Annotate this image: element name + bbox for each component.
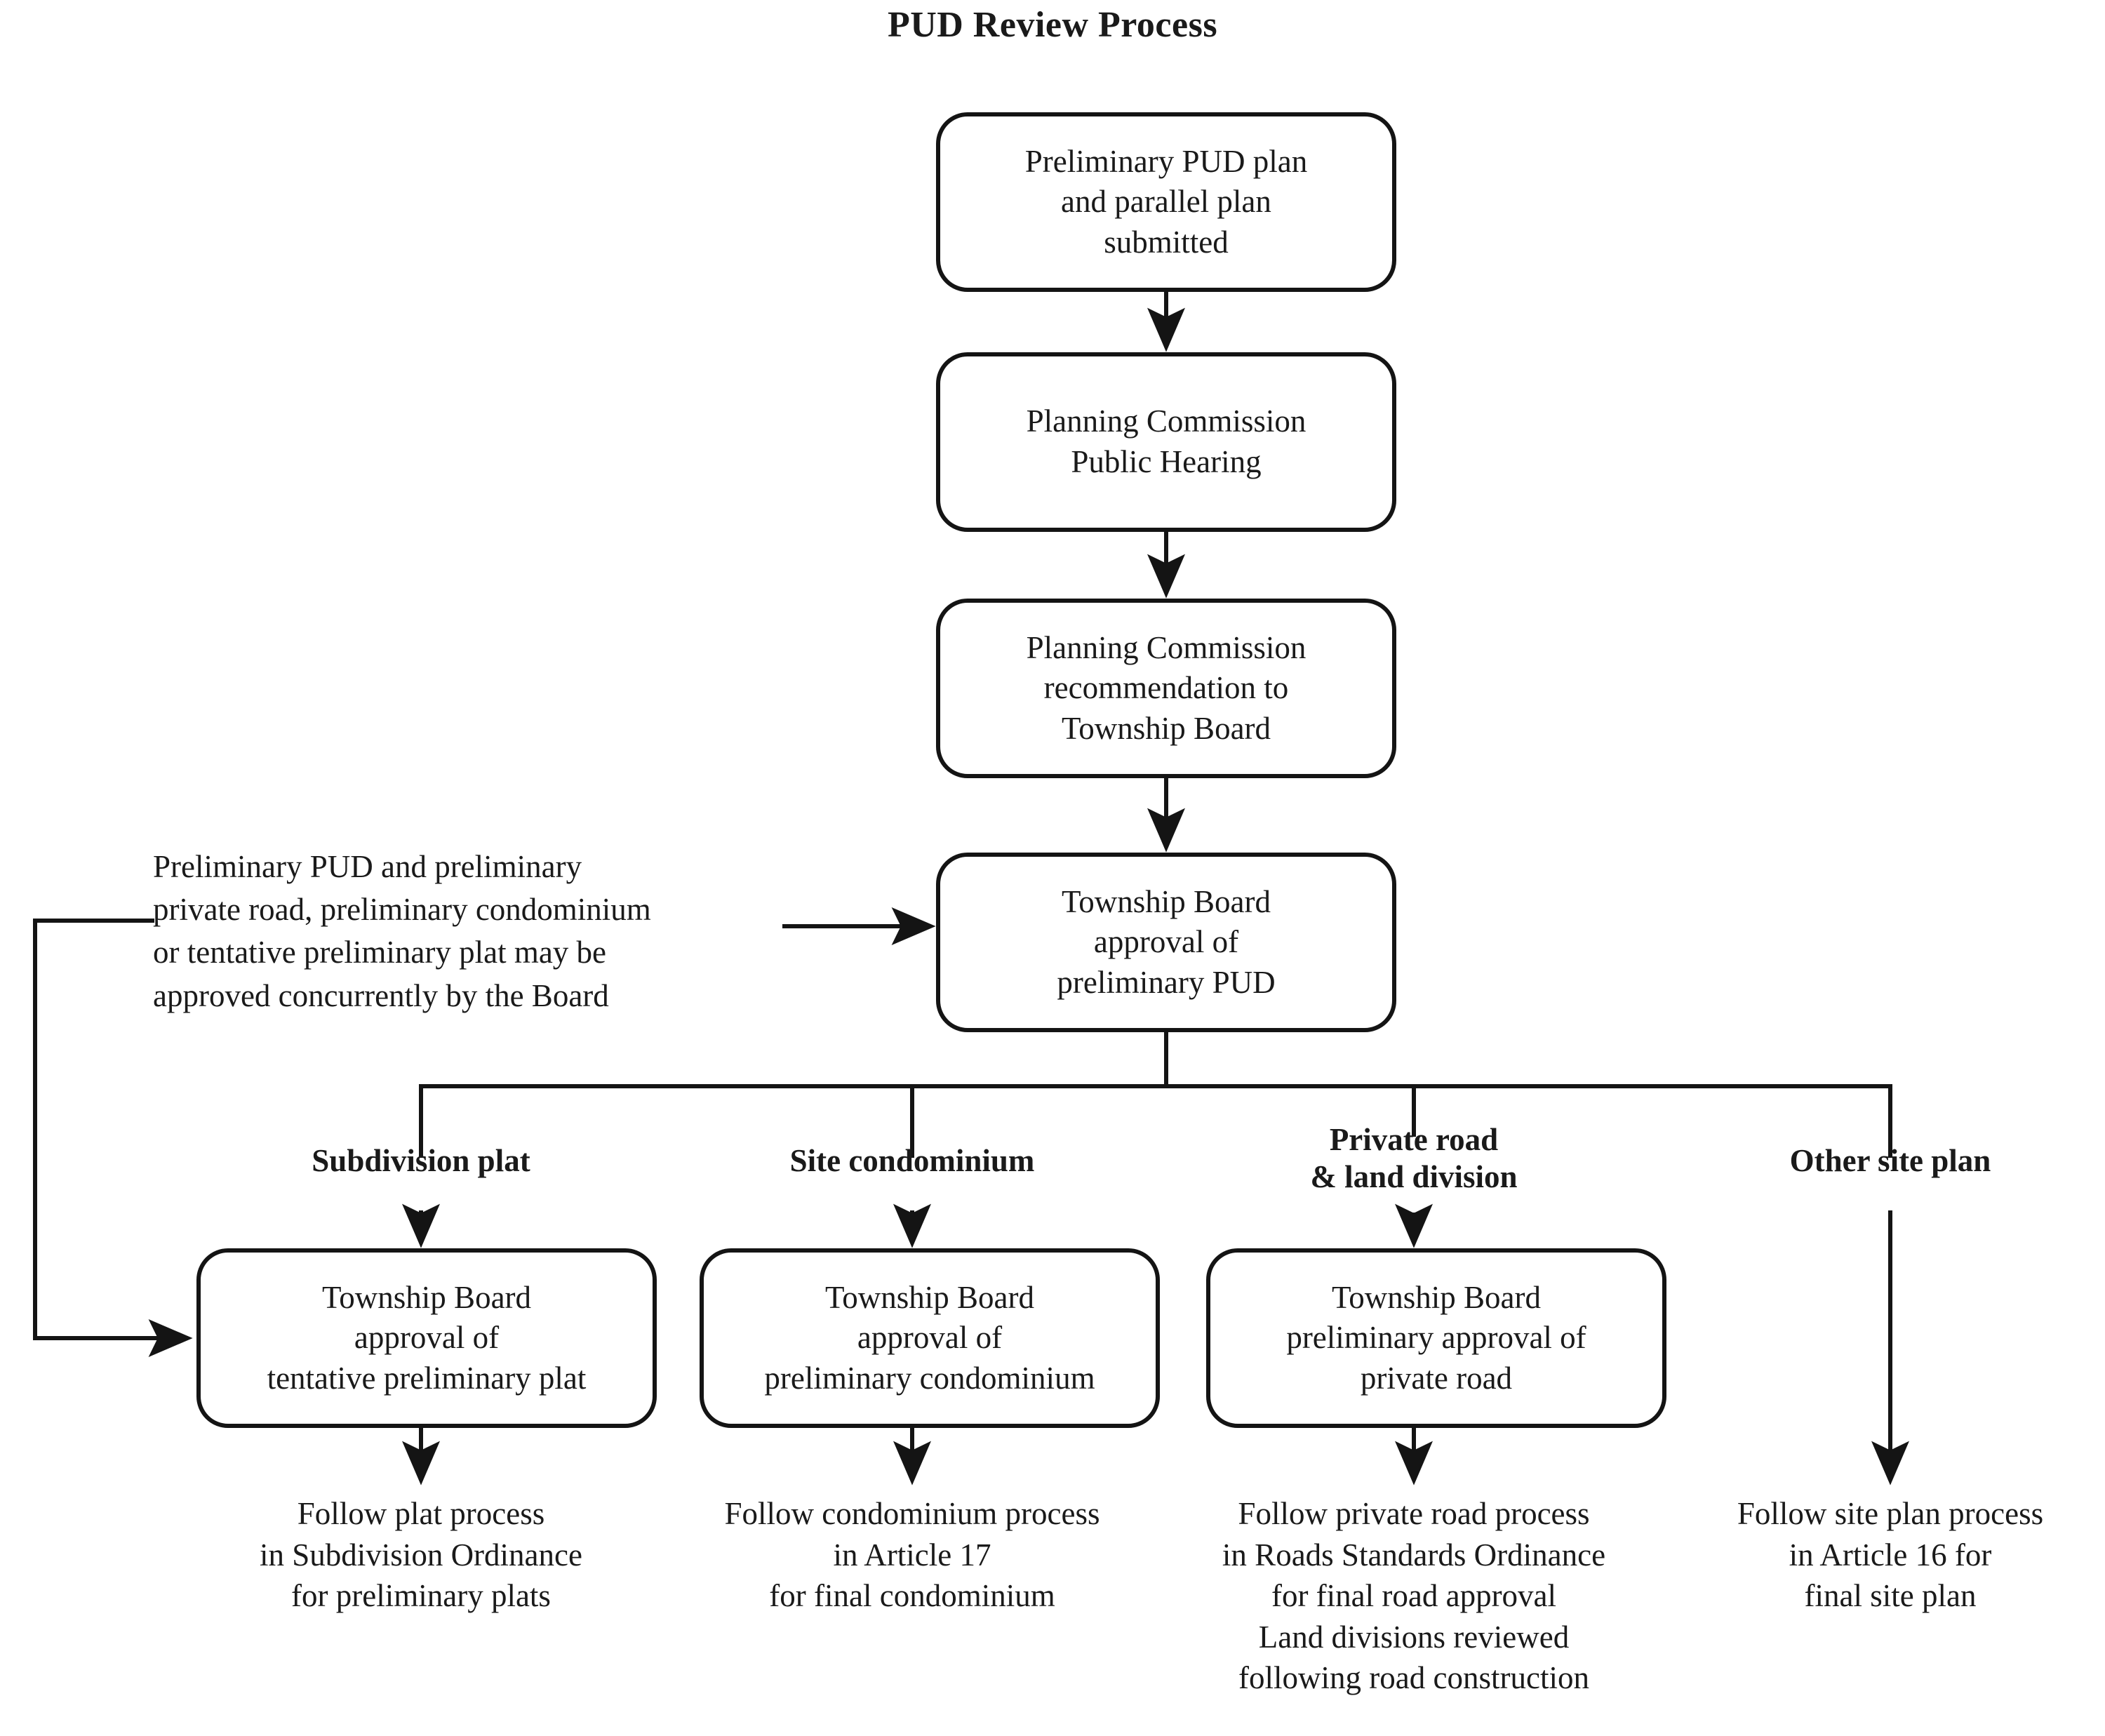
- node-step4-line-2: approval of: [1093, 924, 1239, 960]
- branch-label-other-site-plan-line-1: Other site plan: [1789, 1143, 1991, 1178]
- node-plat-box-label: Township Board approval of tentative pre…: [199, 1250, 655, 1426]
- node-step2-label: Planning Commission Public Hearing: [938, 354, 1394, 530]
- node-step3-line-3: Township Board: [1061, 710, 1271, 746]
- outcome-condo-line-2: in Article 17: [833, 1537, 991, 1573]
- outcome-road-line-4: Land divisions reviewed: [1258, 1619, 1570, 1655]
- note-line-1: Preliminary PUD and preliminary: [153, 849, 582, 884]
- node-road-box-line-2: preliminary approval of: [1286, 1320, 1586, 1356]
- outcome-site-plan-line-1: Follow site plan process: [1737, 1496, 2044, 1531]
- outcome-road-line-5: following road construction: [1238, 1660, 1589, 1695]
- node-step3-line-1: Planning Commission: [1026, 629, 1307, 665]
- node-step1-line-2: and parallel plan: [1061, 184, 1271, 220]
- node-condo-box-line-2: approval of: [857, 1320, 1003, 1356]
- outcome-plat-process: Follow plat process in Subdivision Ordin…: [189, 1493, 653, 1617]
- branch-label-private-road-line-2: & land division: [1310, 1159, 1518, 1195]
- node-condo-box-line-1: Township Board: [824, 1279, 1035, 1315]
- node-condo-box: [700, 1248, 1160, 1428]
- branch-label-site-condominium-line-1: Site condominium: [789, 1143, 1035, 1178]
- node-plat-box-line-3: tentative preliminary plat: [267, 1360, 587, 1396]
- node-step1-label: Preliminary PUD plan and parallel plan s…: [938, 114, 1394, 290]
- node-step2-line-2: Public Hearing: [1071, 444, 1262, 479]
- note-line-3: or tentative preliminary plat may be: [153, 935, 607, 970]
- node-plat-box-line-1: Township Board: [321, 1279, 532, 1315]
- outcome-site-plan-process: Follow site plan process in Article 16 f…: [1680, 1493, 2101, 1617]
- outcome-road-line-2: in Roads Standards Ordinance: [1222, 1537, 1606, 1573]
- node-plat-box: [196, 1248, 657, 1428]
- node-step3-line-2: recommendation to: [1043, 670, 1289, 706]
- node-road-box-line-1: Township Board: [1331, 1279, 1542, 1315]
- outcome-condo-line-1: Follow condominium process: [724, 1496, 1100, 1531]
- node-road-box: [1206, 1248, 1666, 1428]
- outcome-road-line-1: Follow private road process: [1238, 1496, 1590, 1531]
- node-step4-line-3: preliminary PUD: [1057, 964, 1276, 1000]
- branch-label-private-road-land-division: Private road & land division: [1203, 1121, 1624, 1196]
- outcome-condo-line-3: for final condominium: [769, 1578, 1055, 1613]
- outcome-private-road-process: Follow private road process in Roads Sta…: [1179, 1493, 1649, 1699]
- node-step2-line-1: Planning Commission: [1026, 403, 1307, 439]
- note-line-4: approved concurrently by the Board: [153, 977, 609, 1013]
- edge-feedback-loop: [33, 919, 193, 1357]
- node-condo-box-label: Township Board approval of preliminary c…: [702, 1250, 1158, 1426]
- branch-label-subdivision-plat-line-1: Subdivision plat: [312, 1143, 530, 1178]
- outcome-site-plan-line-3: final site plan: [1804, 1578, 1977, 1613]
- outcome-site-plan-line-2: in Article 16 for: [1789, 1537, 1992, 1573]
- node-road-box-label: Township Board preliminary approval of p…: [1208, 1250, 1664, 1426]
- node-condo-box-line-3: preliminary condominium: [764, 1360, 1095, 1396]
- branch-label-subdivision-plat: Subdivision plat: [210, 1142, 632, 1180]
- node-plat-box-line-2: approval of: [354, 1320, 500, 1356]
- outcome-plat-line-1: Follow plat process: [297, 1496, 545, 1531]
- page-title: PUD Review Process: [887, 5, 1218, 45]
- node-step4-label: Township Board approval of preliminary P…: [938, 855, 1394, 1030]
- outcome-condominium-process: Follow condominium process in Article 17…: [674, 1493, 1151, 1617]
- concurrent-approval-note: Preliminary PUD and preliminary private …: [153, 846, 784, 1017]
- outcome-plat-line-2: in Subdivision Ordinance: [260, 1537, 582, 1573]
- node-road-box-line-3: private road: [1360, 1360, 1513, 1396]
- branch-label-site-condominium: Site condominium: [702, 1142, 1123, 1180]
- outcome-road-line-3: for final road approval: [1271, 1578, 1557, 1613]
- node-step3-label: Planning Commission recommendation to To…: [938, 601, 1394, 776]
- outcome-plat-line-3: for preliminary plats: [291, 1578, 551, 1613]
- note-line-2: private road, preliminary condominium: [153, 892, 651, 928]
- node-step1-line-1: Preliminary PUD plan: [1024, 143, 1308, 179]
- node-step4-line-1: Township Board: [1061, 883, 1271, 919]
- branch-label-private-road-line-1: Private road: [1329, 1122, 1499, 1157]
- branch-label-other-site-plan: Other site plan: [1680, 1142, 2101, 1180]
- node-step1-line-3: submitted: [1104, 224, 1229, 260]
